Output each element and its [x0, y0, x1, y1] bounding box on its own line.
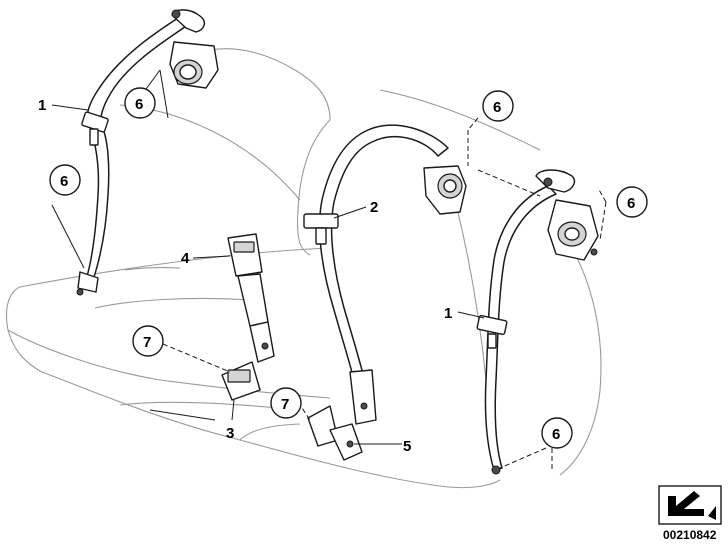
callout-4: 4 — [181, 250, 190, 267]
ref-7-left-label: 7 — [143, 334, 151, 351]
callout-2: 2 — [370, 199, 378, 216]
callout-3: 3 — [226, 425, 234, 442]
ref-6-lower-right-label: 6 — [552, 426, 560, 443]
ref-6-upper-left: 6 — [124, 87, 156, 119]
ref-6-top-center-label: 6 — [493, 99, 501, 116]
ref-7-center: 7 — [270, 387, 302, 419]
buckle-3 — [221, 361, 261, 401]
callout-1-right: 1 — [444, 305, 452, 322]
callout-5: 5 — [403, 438, 411, 455]
ref-6-right: 6 — [616, 186, 648, 218]
ref-6-lower-right: 6 — [541, 417, 573, 449]
ref-6-left: 6 — [49, 164, 81, 196]
ref-6-top-center: 6 — [482, 90, 514, 122]
buckle-5 — [307, 405, 363, 461]
ref-6-upper-left-label: 6 — [135, 96, 143, 113]
ref-7-left: 7 — [132, 325, 164, 357]
right-outer-belt — [476, 185, 557, 475]
ref-6-right-label: 6 — [627, 195, 635, 212]
document-number: 00210842 — [663, 528, 717, 542]
center-belt — [303, 124, 467, 425]
ref-7-center-label: 7 — [281, 396, 289, 413]
right-retractor — [535, 169, 599, 261]
seat-outline — [5, 48, 602, 489]
left-outer-belt — [76, 17, 187, 296]
ref-6-left-label: 6 — [60, 173, 68, 190]
callout-1-left: 1 — [38, 97, 46, 114]
buckle-assembly — [227, 233, 275, 363]
left-retractor — [169, 9, 219, 89]
folded-sheet-arrow-icon — [658, 485, 722, 525]
